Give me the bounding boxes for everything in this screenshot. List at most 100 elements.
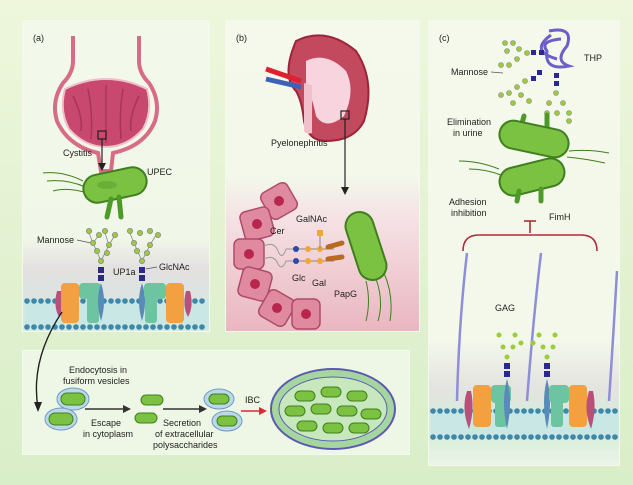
elimination-label-line1: Elimination xyxy=(447,117,491,127)
glycolipid-sugars xyxy=(293,230,334,264)
lipid-head xyxy=(199,298,205,304)
lipid-head xyxy=(80,324,86,330)
papg-label: PapG xyxy=(334,289,357,299)
fimh-label: FimH xyxy=(549,212,571,222)
lipid-head xyxy=(87,324,93,330)
lipid-head xyxy=(549,434,555,440)
lipid-head xyxy=(31,324,37,330)
encapsulated-bacteria xyxy=(203,388,243,432)
lipid-head xyxy=(465,434,471,440)
glcnac-right xyxy=(139,267,145,281)
lipid-head xyxy=(94,324,100,330)
lipid-head xyxy=(80,298,86,304)
cystitis-label: Cystitis xyxy=(63,148,92,158)
glcnac-left xyxy=(98,267,104,281)
lipid-head xyxy=(38,324,44,330)
lipid-head xyxy=(612,408,618,414)
lipid-head xyxy=(535,408,541,414)
lipid-head xyxy=(66,324,72,330)
adhesion-label-line1: Adhesion xyxy=(449,197,487,207)
lipid-head xyxy=(108,324,114,330)
up1a-label: UP1a xyxy=(113,267,136,277)
lipid-head xyxy=(493,434,499,440)
lipid-head xyxy=(101,324,107,330)
lipid-head xyxy=(514,434,520,440)
lipid-head xyxy=(556,434,562,440)
upec-bacterium xyxy=(42,166,148,220)
glcnac-links xyxy=(531,50,559,86)
lipid-head xyxy=(598,408,604,414)
upec-label: UPEC xyxy=(147,167,173,177)
lipid-head xyxy=(157,324,163,330)
uroplakin-complex xyxy=(464,379,595,429)
lipid-head xyxy=(591,434,597,440)
lipid-head xyxy=(570,434,576,440)
lipid-head xyxy=(535,434,541,440)
lipid-head xyxy=(122,298,128,304)
lipid-head xyxy=(157,298,163,304)
elimination-label-line2: in urine xyxy=(453,128,483,138)
lipid-head xyxy=(521,434,527,440)
lipid-head xyxy=(115,324,121,330)
lipid-head xyxy=(73,324,79,330)
panel-b-pyelonephritis: (b) Pyelonephritis xyxy=(225,20,420,332)
lipid-head xyxy=(143,324,149,330)
mannose-tree-left xyxy=(86,227,119,264)
secretion-label-line3: polysaccharides xyxy=(153,440,218,450)
lipid-head xyxy=(437,408,443,414)
mannose-label: Mannose xyxy=(451,67,488,77)
bacterium-eliminated xyxy=(498,112,610,164)
lipid-head xyxy=(563,434,569,440)
lipid-head xyxy=(528,408,534,414)
panel-label: (c) xyxy=(439,33,450,43)
lipid-head xyxy=(528,434,534,440)
lipid-head xyxy=(444,408,450,414)
lipid-head xyxy=(472,434,478,440)
lipid-head xyxy=(185,324,191,330)
lipid-head xyxy=(178,324,184,330)
lipid-head xyxy=(45,324,51,330)
lipid-head xyxy=(171,324,177,330)
panel-a-cystitis: (a) Cystitis UPEC Mannose xyxy=(22,20,210,332)
escape-label-line2: in cytoplasm xyxy=(83,429,133,439)
lipid-head xyxy=(129,298,135,304)
lipid-head xyxy=(38,298,44,304)
lipid-head xyxy=(52,324,58,330)
bacterium-inhibited xyxy=(458,157,566,204)
panel-label: (b) xyxy=(236,33,247,43)
lipid-head xyxy=(31,298,37,304)
lipid-head xyxy=(542,434,548,440)
lipid-head xyxy=(59,324,65,330)
lipid-head xyxy=(458,408,464,414)
glcnac-label: GlcNAc xyxy=(159,262,190,272)
cer-label: Cer xyxy=(270,226,285,236)
secretion-label-line1: Secretion xyxy=(163,418,201,428)
adhesion-label-line2: inhibition xyxy=(451,208,487,218)
lipid-head xyxy=(192,298,198,304)
lipid-head xyxy=(514,408,520,414)
lipid-head xyxy=(192,324,198,330)
gag-label: GAG xyxy=(495,303,515,313)
lipid-head xyxy=(45,298,51,304)
free-bacteria xyxy=(134,394,164,424)
pyelonephritis-label: Pyelonephritis xyxy=(271,138,328,148)
lipid-head xyxy=(507,434,513,440)
ibc-label: IBC xyxy=(245,395,261,405)
lipid-head xyxy=(479,434,485,440)
lipid-head xyxy=(430,434,436,440)
gag-chains xyxy=(455,252,619,402)
upec-bacterium xyxy=(325,211,392,322)
lipid-head xyxy=(24,324,30,330)
lipid-head xyxy=(577,434,583,440)
panel-ibc-formation: Endocytosis in fusiform vesicles Escape … xyxy=(22,350,410,455)
mannose-trees xyxy=(498,40,572,124)
lipid-head xyxy=(584,434,590,440)
lipid-head xyxy=(500,434,506,440)
endocytosis-label-line2: fusiform vesicles xyxy=(63,376,130,386)
glc-label: Glc xyxy=(292,273,306,283)
inhibition-symbol xyxy=(462,220,598,252)
intracellular-bacterial-community xyxy=(270,368,396,450)
escape-label-line1: Escape xyxy=(91,418,121,428)
lipid-head xyxy=(444,434,450,440)
panel-label: (a) xyxy=(33,33,44,43)
